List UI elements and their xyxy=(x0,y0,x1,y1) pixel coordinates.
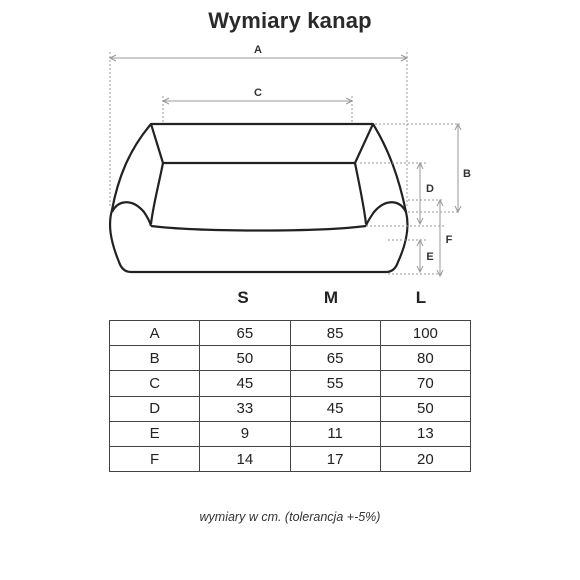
cell-value: 33 xyxy=(199,395,291,422)
cell-value: 50 xyxy=(379,395,472,422)
table-row: F 14 17 20 xyxy=(108,445,472,473)
dimension-f-label: F xyxy=(446,234,453,246)
table-row: C 45 55 70 xyxy=(108,370,472,397)
sofa-dimension-diagram: A C B D F xyxy=(108,44,471,278)
sofa-outline xyxy=(108,122,409,274)
table-row: B 50 65 80 xyxy=(108,345,472,372)
dimension-c-label: C xyxy=(254,87,262,99)
cell-value: 20 xyxy=(379,445,472,473)
page-title: Wymiary kanap xyxy=(208,8,372,33)
table-row: A 65 85 100 xyxy=(108,319,472,347)
tolerance-note: wymiary w cm. (tolerancja +-5%) xyxy=(199,510,381,524)
dimension-d xyxy=(360,161,444,227)
dimensions-table: A 65 85 100 B 50 65 80 C 45 55 70 D 33 4… xyxy=(108,319,472,473)
size-header-s: S xyxy=(237,288,249,307)
size-header-l: L xyxy=(415,288,427,307)
dimension-d-label: D xyxy=(426,183,434,195)
cell-value: 11 xyxy=(289,420,381,447)
dimension-e xyxy=(388,238,444,275)
row-dimension-label: E xyxy=(108,420,201,447)
cell-value: 45 xyxy=(289,395,381,422)
dimension-a-label: A xyxy=(254,44,262,56)
row-dimension-label: F xyxy=(108,445,201,473)
dimension-b-label: B xyxy=(463,168,471,180)
dimension-f xyxy=(408,198,444,278)
table-row: E 9 11 13 xyxy=(108,420,472,447)
cell-value: 100 xyxy=(379,319,472,347)
cell-value: 50 xyxy=(199,345,291,372)
dimension-e-label: E xyxy=(426,251,433,263)
cell-value: 65 xyxy=(199,319,291,347)
row-dimension-label: D xyxy=(108,395,201,422)
row-dimension-label: B xyxy=(108,345,201,372)
cell-value: 85 xyxy=(289,319,381,347)
row-dimension-label: A xyxy=(108,319,201,347)
cell-value: 17 xyxy=(289,445,381,473)
cell-value: 13 xyxy=(379,420,472,447)
size-headers: S M L xyxy=(0,288,580,312)
cell-value: 55 xyxy=(289,370,381,397)
cell-value: 80 xyxy=(379,345,472,372)
cell-value: 65 xyxy=(289,345,381,372)
row-dimension-label: C xyxy=(108,370,201,397)
dimension-c xyxy=(161,96,354,122)
dimension-a xyxy=(108,52,409,208)
cell-value: 14 xyxy=(199,445,291,473)
cell-value: 45 xyxy=(199,370,291,397)
table-row: D 33 45 50 xyxy=(108,395,472,422)
size-header-m: M xyxy=(323,288,339,307)
dimension-b xyxy=(375,122,462,214)
cell-value: 70 xyxy=(379,370,472,397)
cell-value: 9 xyxy=(199,420,291,447)
